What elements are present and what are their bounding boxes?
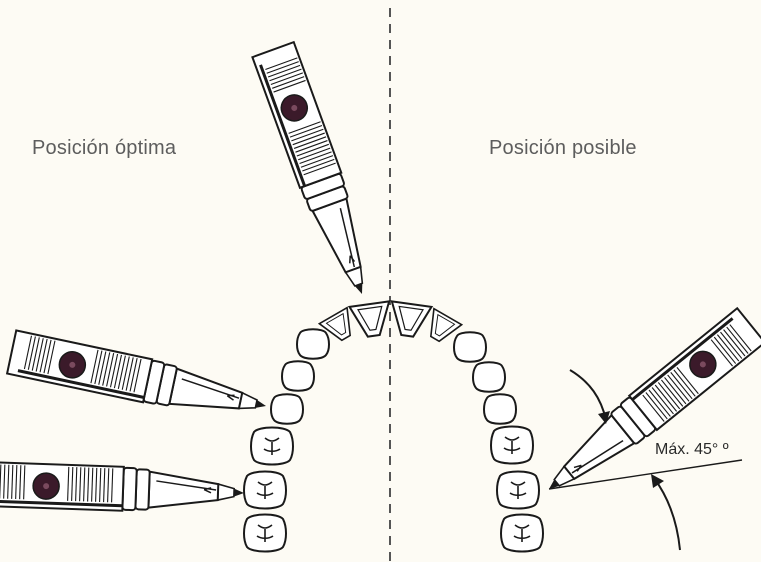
periodontal-probe-icon bbox=[0, 462, 245, 515]
tooth-icon bbox=[484, 394, 516, 424]
tooth-icon bbox=[244, 472, 286, 509]
tooth-icon bbox=[350, 301, 394, 338]
periodontal-probe-icon bbox=[7, 330, 270, 427]
tooth-icon bbox=[387, 301, 431, 338]
curved-arrow-icon bbox=[570, 370, 610, 424]
dental-arch bbox=[244, 301, 543, 551]
tooth-icon bbox=[497, 472, 539, 509]
tooth-icon bbox=[501, 515, 543, 552]
tooth-icon bbox=[454, 332, 486, 362]
tooth-icon bbox=[244, 515, 286, 552]
tooth-icon bbox=[282, 361, 314, 391]
tooth-icon bbox=[297, 329, 329, 359]
periodontal-probe-icon bbox=[535, 308, 761, 506]
curved-arrow-icon bbox=[651, 474, 680, 550]
periodontal-probe-icon bbox=[252, 42, 382, 301]
tooth-icon bbox=[473, 362, 505, 392]
possible-position-title: Posición posible bbox=[489, 137, 637, 160]
tooth-icon bbox=[271, 394, 303, 424]
max-angle-label: Máx. 45° º bbox=[655, 441, 729, 459]
tooth-icon bbox=[251, 428, 293, 465]
tooth-icon bbox=[491, 427, 533, 464]
optimal-position-title: Posición óptima bbox=[32, 137, 176, 160]
